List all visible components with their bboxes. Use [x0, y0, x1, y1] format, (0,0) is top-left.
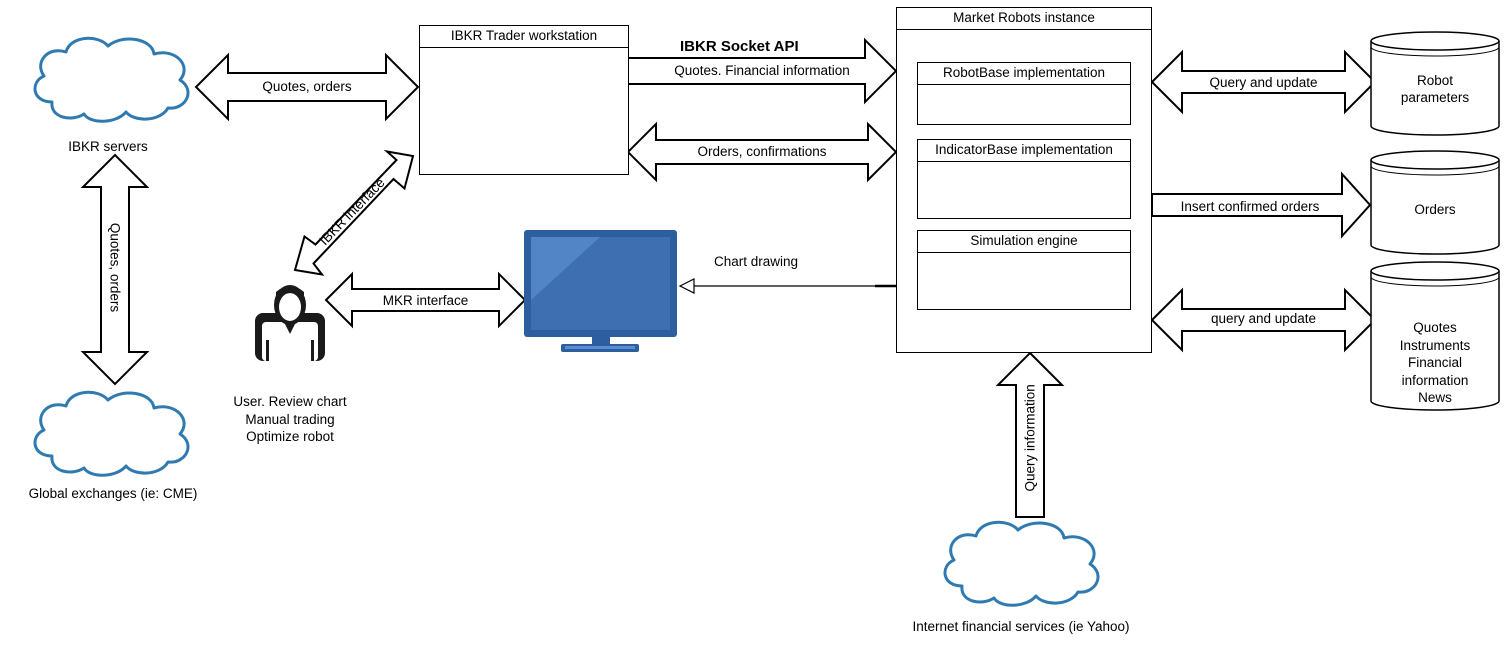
- chart-drawing-label: Chart drawing: [714, 254, 799, 269]
- ibkr-socket-api-label: IBKR Socket API: [680, 38, 799, 55]
- quotes-orders-label: Quotes, orders: [262, 79, 352, 94]
- db-label-line: Robot: [1416, 73, 1454, 88]
- user-label-line: User. Review chart: [233, 394, 347, 409]
- robotbase-box: RobotBase implementation: [917, 62, 1131, 125]
- quotes-orders-vertical-arrow: [80, 153, 150, 386]
- chart-drawing-arrowhead: [678, 278, 695, 294]
- internet-services-cloud-icon: [943, 520, 1100, 607]
- indicatorbase-title: IndicatorBase implementation: [918, 140, 1130, 162]
- ibkr-servers-label: IBKR servers: [68, 139, 148, 154]
- insert-orders-arrow: [1151, 171, 1372, 239]
- ibkr-tws-title: IBKR Trader workstation: [420, 26, 628, 48]
- user-label-line: Optimize robot: [246, 429, 334, 444]
- monitor-icon: [524, 230, 677, 352]
- robotbase-title: RobotBase implementation: [918, 63, 1130, 85]
- simulation-engine-title: Simulation engine: [918, 231, 1130, 253]
- query-update-label-1: Query and update: [1209, 75, 1318, 90]
- ibkr-servers-cloud-icon: [33, 36, 190, 123]
- ibkr-interface-arrow: [293, 149, 415, 276]
- quotes-db-icon: [1370, 261, 1500, 411]
- ibkr-tws-box: IBKR Trader workstation: [419, 25, 629, 175]
- global-exchanges-label: Global exchanges (ie: CME): [28, 486, 198, 501]
- global-exchanges-cloud-icon: [33, 390, 190, 477]
- market-robots-box: Market Robots instance RobotBase impleme…: [896, 7, 1152, 353]
- db-label-line: Financial: [1407, 355, 1463, 370]
- db-label-line: parameters: [1400, 90, 1470, 105]
- query-information-arrow: [995, 351, 1065, 518]
- orders-db-icon: [1370, 150, 1500, 255]
- query-information-label: Query information: [1022, 384, 1038, 492]
- user-label-line: Manual trading: [245, 411, 335, 427]
- db-label-line: News: [1418, 390, 1452, 405]
- internet-services-label: Internet financial services (ie Yahoo): [912, 619, 1130, 634]
- quotes-financial-label: Quotes. Financial information: [674, 63, 850, 78]
- simulation-engine-box: Simulation engine: [917, 230, 1131, 310]
- robot-parameters-db-label: Robot parameters: [1371, 72, 1499, 106]
- query-update-label-2: query and update: [1210, 311, 1317, 326]
- indicatorbase-box: IndicatorBase implementation: [917, 139, 1131, 219]
- insert-orders-label: Insert confirmed orders: [1180, 199, 1320, 214]
- market-robots-title: Market Robots instance: [897, 8, 1151, 30]
- quotes-db-label: Quotes Instruments Financial information…: [1371, 319, 1499, 407]
- user-label: User. Review chart Manual trading Optimi…: [210, 393, 370, 446]
- orders-confirmations-label: Orders, confirmations: [697, 144, 827, 159]
- db-label-line: information: [1401, 372, 1469, 388]
- db-label-line: Instruments: [1399, 337, 1471, 353]
- mkr-interface-label: MKR interface: [382, 293, 469, 308]
- user-icon: [255, 285, 325, 361]
- quotes-orders-vertical-label: Quotes, orders: [107, 222, 123, 313]
- quotes-financial-arrow: [627, 37, 898, 105]
- db-label-line: Quotes: [1413, 320, 1457, 335]
- orders-db-label: Orders: [1414, 202, 1456, 217]
- robot-parameters-db-icon: [1370, 31, 1500, 136]
- quotes-orders-arrow: [194, 52, 420, 122]
